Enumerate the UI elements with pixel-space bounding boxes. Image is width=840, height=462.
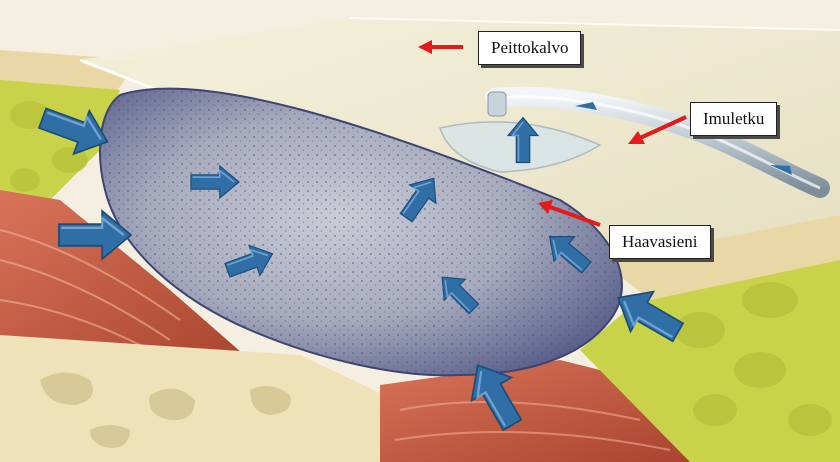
- label-haavasieni: Haavasieni: [609, 225, 711, 259]
- label-imuletku: Imuletku: [690, 102, 777, 136]
- label-peittokalvo: Peittokalvo: [478, 31, 581, 65]
